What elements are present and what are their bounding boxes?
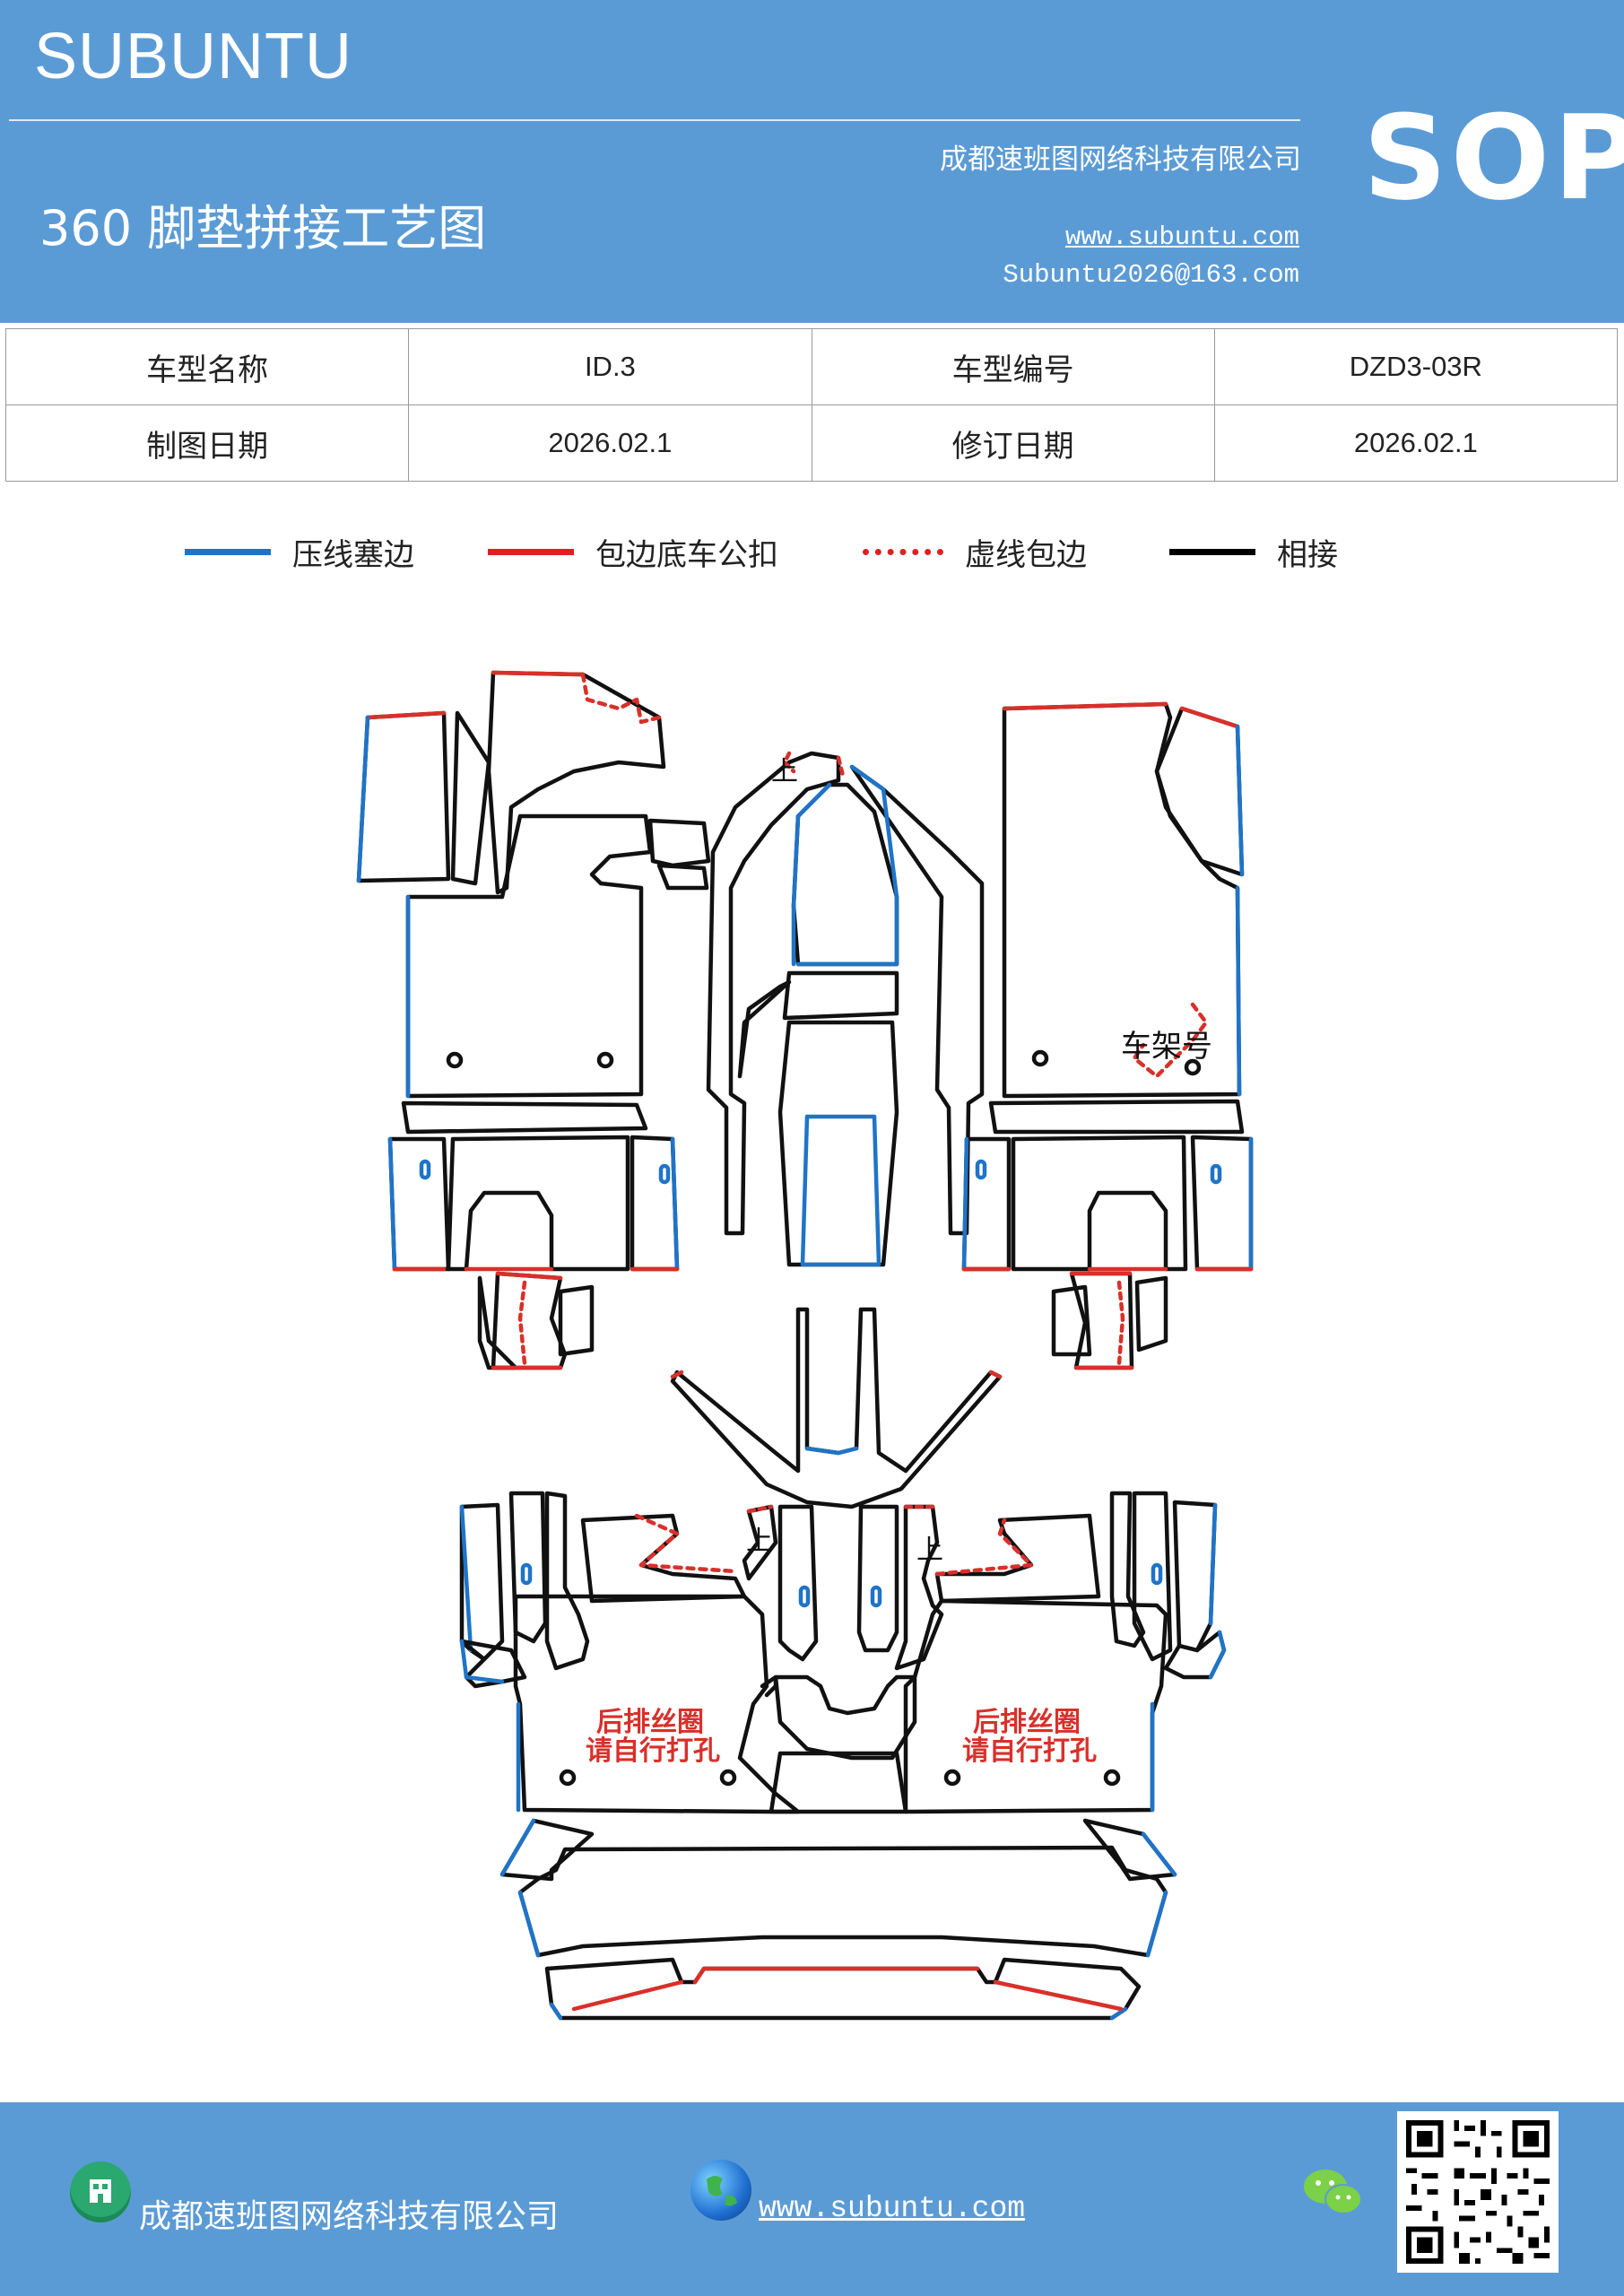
rear-floor-mat xyxy=(459,1491,1227,2021)
model-name-label: 车型名称 xyxy=(4,328,410,405)
legend-swatch-black xyxy=(1169,548,1255,555)
wechat-icon[interactable] xyxy=(1302,2165,1365,2219)
legend-item: 虚线包边 xyxy=(863,525,1087,578)
legend-swatch-red xyxy=(488,548,574,555)
legend-label: 虚线包边 xyxy=(965,536,1087,573)
globe-icon xyxy=(690,2160,751,2221)
table-row: 车型名称 ID.3 车型编号 DZD3-03R xyxy=(4,328,1619,405)
footer-banner: 成都速班图网络科技有限公司 www.subuntu.com xyxy=(0,2102,1624,2296)
model-code-label: 车型编号 xyxy=(811,328,1215,405)
rear-note-left-line2: 请自行打孔 xyxy=(586,1735,720,1767)
header-divider xyxy=(9,119,1300,121)
legend-item: 压线塞边 xyxy=(185,525,414,578)
document-title: 360 脚垫拼接工艺图 xyxy=(39,200,487,257)
brand-name: SUBUNTU xyxy=(34,21,353,92)
mid-right-mats xyxy=(961,1099,1254,1370)
footer-website-link[interactable]: www.subuntu.com xyxy=(759,2192,1026,2225)
legend-swatch-blue xyxy=(185,548,271,555)
front-right-mat xyxy=(1002,701,1245,1099)
line-legend: 压线塞边 包边底车公扣 虚线包边 相接 xyxy=(0,525,1624,578)
center-tunnel-piece xyxy=(670,1307,1003,1509)
header-banner: SUBUNTU 成都速班图网络科技有限公司 SOP 360 脚垫拼接工艺图 ww… xyxy=(0,0,1624,323)
table-row: 制图日期 2026.02.1 修订日期 2026.02.1 xyxy=(4,404,1619,482)
rear-note-left-line1: 后排丝圈 xyxy=(596,1707,704,1738)
revision-date-label: 修订日期 xyxy=(811,404,1215,482)
company-name: 成都速班图网络科技有限公司 xyxy=(940,144,1301,176)
center-console-front xyxy=(706,751,985,1267)
draw-date-label: 制图日期 xyxy=(4,404,410,482)
legend-item: 相接 xyxy=(1169,525,1338,578)
qr-code xyxy=(1397,2111,1559,2273)
legend-item: 包边底车公扣 xyxy=(488,525,778,578)
front-left-mat xyxy=(356,670,711,1099)
model-code-value: DZD3-03R xyxy=(1213,328,1619,405)
legend-label: 相接 xyxy=(1277,536,1338,573)
up-marker: 上 xyxy=(771,756,798,787)
rear-note-right-line1: 后排丝圈 xyxy=(973,1707,1081,1738)
rear-note-right-line2: 请自行打孔 xyxy=(962,1735,1097,1767)
email-address: Subuntu2026@163.com xyxy=(1003,260,1299,290)
up-marker: 上 xyxy=(916,1535,943,1566)
footer-company-name: 成都速班图网络科技有限公司 xyxy=(139,2198,560,2235)
floor-mat-diagram: 上 上 上 车架号 后排丝圈 请自行打孔 后排丝圈 请自行打孔 xyxy=(356,670,1254,2021)
vin-label: 车架号 xyxy=(1121,1029,1212,1065)
company-icon xyxy=(70,2161,131,2222)
website-link[interactable]: www.subuntu.com xyxy=(1064,222,1299,252)
vehicle-info-table: 车型名称 ID.3 车型编号 DZD3-03R 制图日期 2026.02.1 修… xyxy=(4,328,1619,482)
model-name-value: ID.3 xyxy=(408,328,812,405)
draw-date-value: 2026.02.1 xyxy=(408,404,812,482)
revision-date-value: 2026.02.1 xyxy=(1213,404,1619,482)
legend-label: 压线塞边 xyxy=(292,536,414,573)
up-marker: 上 xyxy=(746,1526,773,1557)
mid-left-mats xyxy=(387,1100,680,1370)
legend-swatch-red-dotted xyxy=(863,548,943,555)
legend-label: 包边底车公扣 xyxy=(595,536,778,573)
sop-badge: SOP xyxy=(1363,90,1624,226)
